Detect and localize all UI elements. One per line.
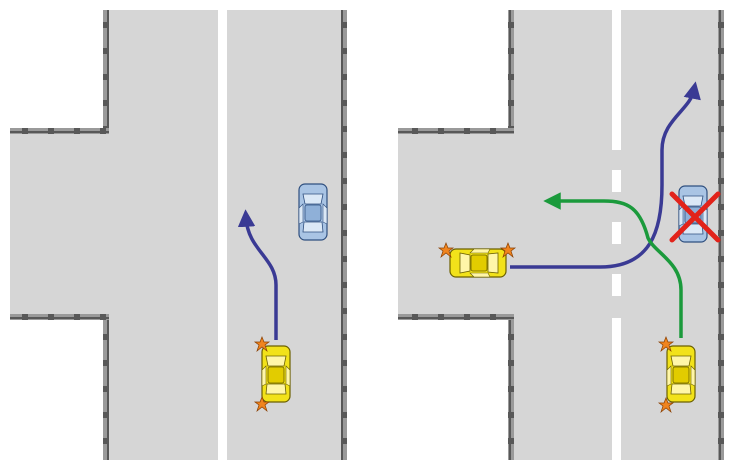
left-lane-divider [218,10,227,460]
left-blue-car [298,183,328,241]
right-lane-yellow-car [666,345,696,403]
right-lane-divider [612,10,621,460]
red-x-icon [669,191,721,243]
left-road [10,10,343,460]
right-diagram [398,10,724,460]
right-curbs [398,10,724,460]
left-yellow-car [261,345,291,403]
right-blue-path-arrow [510,81,701,269]
left-curbs [10,10,347,460]
right-green-path-arrow [543,192,683,338]
left-diagram [10,10,347,460]
left-blue-path-arrow [237,209,278,340]
right-side-yellow-car [449,248,507,278]
